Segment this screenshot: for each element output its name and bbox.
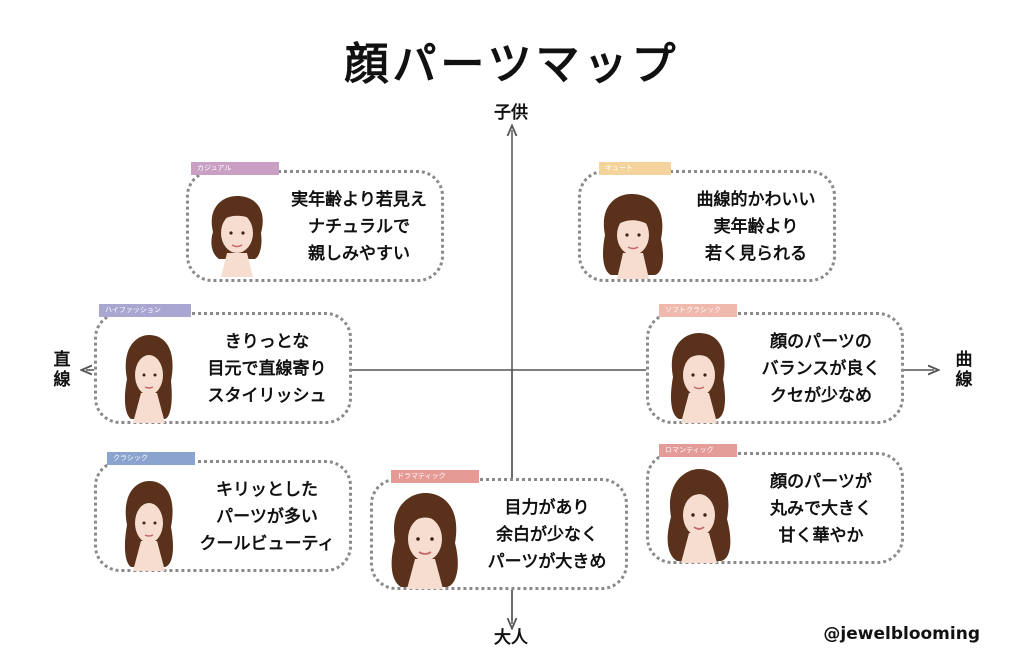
portrait-classic: [124, 481, 173, 571]
description-casual: 実年齢より若見えナチュラルで親しみやすい: [291, 190, 427, 264]
card-romantic: ロマンティック 顔のパーツが丸みで大きく甘く華やか: [646, 444, 904, 564]
tag-dramatic: ドラマティック: [391, 470, 479, 483]
portrait-dramatic: [391, 493, 458, 589]
credit-handle: @jewelblooming: [823, 624, 980, 644]
card-casual: カジュアル 実年齢より若見えナチュラルで親しみやすい: [186, 162, 444, 282]
card-cute: キュート 曲線的かわいい実年齢より若く見られる: [578, 162, 836, 282]
page-title: 顔パーツマップ: [344, 39, 680, 90]
portrait-cute: [603, 193, 663, 279]
tag-soft-classic: ソフトクラシック: [659, 304, 737, 317]
tag-casual: カジュアル: [191, 162, 279, 175]
axis-label-left: 直線: [53, 350, 71, 390]
description-romantic: 顔のパーツが丸みで大きく甘く華やか: [770, 472, 872, 546]
tag-cute: キュート: [599, 162, 671, 175]
tag-high-fashion: ハイファッション: [99, 304, 191, 317]
card-soft-classic: ソフトクラシック 顔のパーツのバランスが良くクセが少なめ: [646, 304, 904, 424]
description-soft-classic: 顔のパーツのバランスが良くクセが少なめ: [761, 332, 881, 406]
card-high-fashion: ハイファッション きりっとな目元で直線寄りスタイリッシュ: [94, 304, 352, 424]
portrait-romantic: [667, 469, 731, 563]
portrait-high-fashion: [124, 335, 173, 423]
axis-label-right: 曲線: [955, 350, 973, 390]
card-classic: クラシック キリッとしたパーツが多いクールビューティ: [94, 452, 352, 572]
axis-label-bottom: 大人: [494, 628, 528, 648]
tag-romantic: ロマンティック: [659, 444, 737, 457]
description-classic: キリッとしたパーツが多いクールビューティ: [199, 480, 335, 554]
portrait-casual: [211, 195, 263, 277]
axis-label-top: 子供: [494, 103, 528, 123]
description-dramatic: 目力があり余白が少なくパーツが大きめ: [487, 498, 607, 572]
description-high-fashion: きりっとな目元で直線寄りスタイリッシュ: [207, 332, 327, 406]
portrait-soft-classic: [671, 333, 725, 423]
card-dramatic: ドラマティック 目力があり余白が少なくパーツが大きめ: [370, 470, 628, 590]
tag-classic: クラシック: [107, 452, 195, 465]
description-cute: 曲線的かわいい実年齢より若く見られる: [696, 190, 816, 264]
